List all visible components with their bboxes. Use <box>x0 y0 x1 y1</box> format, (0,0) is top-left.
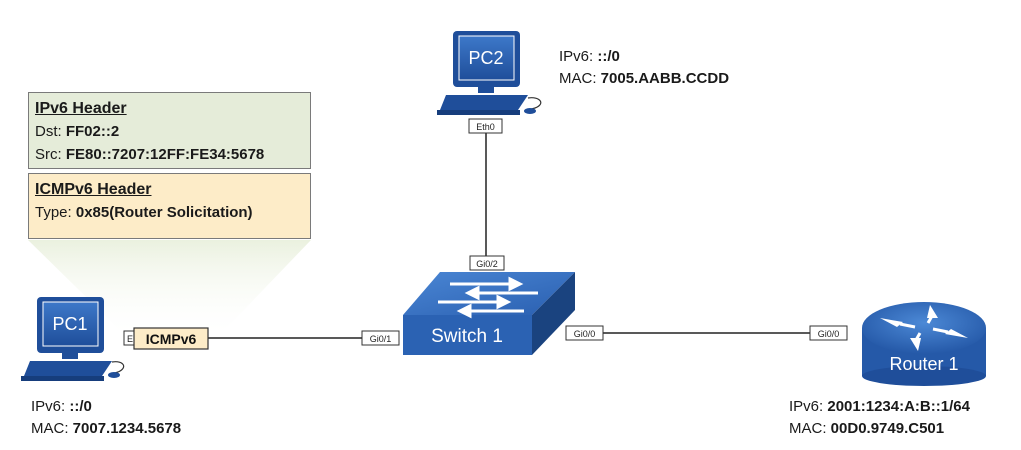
port-switch-gi01: Gi0/1 <box>361 330 400 346</box>
pc1-mac-value: 7007.1234.5678 <box>72 420 182 437</box>
pc1-ipv6-key: IPv6: <box>31 398 66 415</box>
ipv6-src-row: Src: FE80::7207:12FF:FE34:5678 <box>35 143 304 166</box>
router1-ipv6-value: 2001:1234:A:B::1/64 <box>827 398 970 415</box>
pc1-label: PC1 <box>52 314 87 334</box>
svg-text:Eth0: Eth0 <box>476 122 495 132</box>
svg-text:Gi0/2: Gi0/2 <box>476 259 498 269</box>
ipv6-dst-value: FF02::2 <box>65 123 120 140</box>
pc2-mac-key: MAC: <box>559 70 597 87</box>
pc2-mac-value: 7005.AABB.CCDD <box>600 70 730 87</box>
icmpv6-type-row: Type: 0x85(Router Solicitation) <box>35 201 304 224</box>
router1-mac-key: MAC: <box>789 420 827 437</box>
icmpv6-header-title: ICMPv6 Header <box>35 181 152 198</box>
router1-label: Router 1 <box>889 354 958 374</box>
svg-text:Gi0/0: Gi0/0 <box>574 329 596 339</box>
pc1-ipv6-value: ::/0 <box>69 398 92 415</box>
ipv6-src-key: Src: <box>35 146 62 163</box>
pc2-ipv6-key: IPv6: <box>559 48 594 65</box>
ipv6-dst-row: Dst: FF02::2 <box>35 120 304 143</box>
pc2-mac-row: MAC: 7005.AABB.CCDD <box>559 68 729 90</box>
pc2-info: IPv6: ::/0 MAC: 7005.AABB.CCDD <box>559 46 729 90</box>
icmpv6-header-box: ICMPv6 Header Type: 0x85(Router Solicita… <box>28 173 311 239</box>
pc1-ipv6-row: IPv6: ::/0 <box>31 396 181 418</box>
router1-ipv6-key: IPv6: <box>789 398 824 415</box>
port-switch-gi02: Gi0/2 <box>469 255 505 271</box>
pc1-mac-key: MAC: <box>31 420 69 437</box>
packet-callout-shade <box>28 240 311 340</box>
router1-mac-value: 00D0.9749.C501 <box>830 420 945 437</box>
switch1-icon[interactable]: Switch 1 <box>403 272 575 355</box>
svg-text:E: E <box>127 334 133 344</box>
router1-mac-row: MAC: 00D0.9749.C501 <box>789 418 970 440</box>
pc2-computer-icon[interactable]: PC2 <box>437 31 542 115</box>
pc1-computer-icon[interactable]: PC1 <box>21 297 125 381</box>
router1-ipv6-row: IPv6: 2001:1234:A:B::1/64 <box>789 396 970 418</box>
router1-info: IPv6: 2001:1234:A:B::1/64 MAC: 00D0.9749… <box>789 396 970 440</box>
icmpv6-type-key: Type: <box>35 204 72 221</box>
svg-text:Gi0/0: Gi0/0 <box>818 329 840 339</box>
switch1-label: Switch 1 <box>431 326 503 347</box>
ipv6-header-title: IPv6 Header <box>35 100 127 117</box>
ipv6-header-box: IPv6 Header Dst: FF02::2 Src: FE80::7207… <box>28 92 311 169</box>
icmpv6-packet-tag: ICMPv6 <box>133 327 209 350</box>
port-router-gi00: Gi0/0 <box>809 325 848 341</box>
ipv6-dst-key: Dst: <box>35 123 62 140</box>
icmpv6-packet-label: ICMPv6 <box>146 331 197 347</box>
icmpv6-type-value: 0x85(Router Solicitation) <box>75 204 253 221</box>
router1-icon[interactable]: Router 1 <box>862 302 986 386</box>
svg-text:Gi0/1: Gi0/1 <box>370 334 392 344</box>
pc2-label: PC2 <box>468 48 503 68</box>
ipv6-src-value: FE80::7207:12FF:FE34:5678 <box>65 146 265 163</box>
port-pc2-eth0: Eth0 <box>468 118 503 134</box>
pc2-ipv6-value: ::/0 <box>597 48 620 65</box>
pc1-info: IPv6: ::/0 MAC: 7007.1234.5678 <box>31 396 181 440</box>
pc1-mac-row: MAC: 7007.1234.5678 <box>31 418 181 440</box>
pc2-ipv6-row: IPv6: ::/0 <box>559 46 729 68</box>
port-switch-gi00: Gi0/0 <box>565 325 604 341</box>
